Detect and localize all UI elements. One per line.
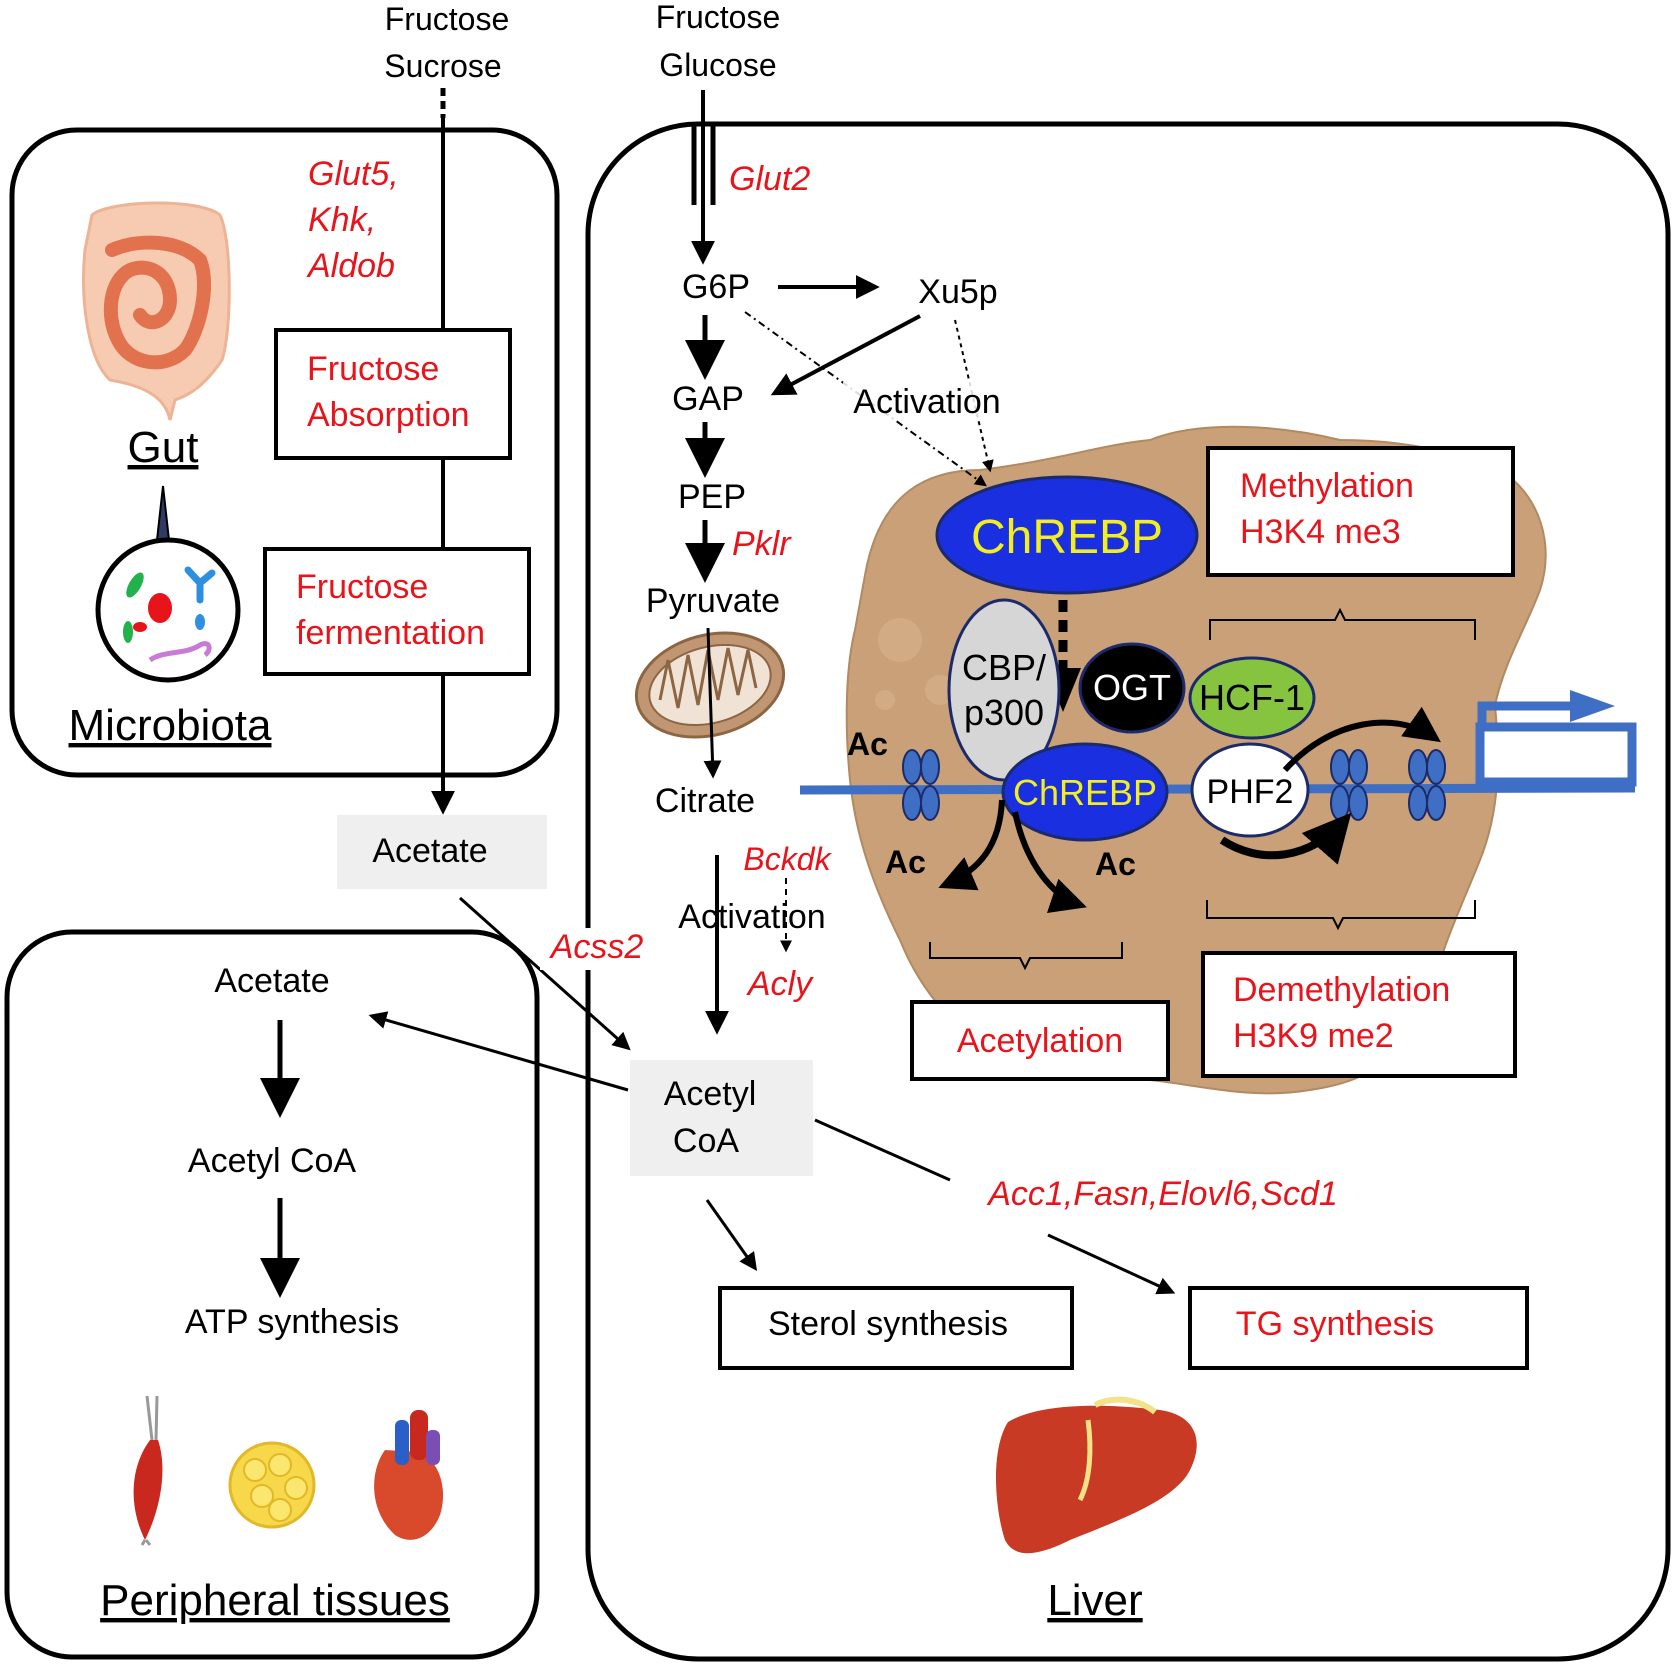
bckdk-label: Bckdk bbox=[743, 841, 832, 877]
methylation-line2: H3K4 me3 bbox=[1240, 513, 1401, 551]
demethylation-brace bbox=[1206, 900, 1476, 931]
acetylation-arrow-left bbox=[938, 799, 1005, 891]
chrebp-top bbox=[935, 475, 1199, 595]
g6p-label: G6P bbox=[682, 268, 750, 306]
acetyl-coa-line2: CoA bbox=[673, 1122, 739, 1160]
acetate-to-acetylcoa-arrow bbox=[459, 896, 631, 1051]
acetylation-label: Acetylation bbox=[957, 1022, 1123, 1060]
hcf-1-label: HCF-1 bbox=[1199, 677, 1305, 718]
liver-organ-icon bbox=[995, 1396, 1197, 1554]
fructose-fermentation-box bbox=[263, 547, 531, 676]
muscle-icon bbox=[133, 1395, 163, 1546]
chrebp-bottom-label: ChREBP bbox=[1013, 772, 1157, 813]
chrebp-bottom bbox=[1001, 742, 1169, 842]
liver-input-glucose: Glucose bbox=[659, 47, 776, 83]
pep-label: PEP bbox=[678, 478, 746, 516]
gut-gene-glut5: Glut5, bbox=[308, 155, 399, 193]
intestine-icon bbox=[82, 201, 231, 421]
gut-microbiota-connector bbox=[155, 485, 171, 541]
gut-panel bbox=[9, 127, 560, 778]
lipogenic-genes-label: Acc1,Fasn,Elovl6,Scd1 bbox=[986, 1175, 1338, 1213]
gut-gene-khk: Khk, bbox=[308, 201, 376, 239]
acetyl-coa-line1: Acetyl bbox=[664, 1075, 757, 1113]
phf2-label: PHF2 bbox=[1207, 773, 1294, 811]
peripheral-panel bbox=[4, 929, 540, 1660]
gene-box bbox=[1475, 722, 1637, 787]
phf2-arrow-top bbox=[1282, 706, 1441, 773]
peripheral-acetyl-coa: Acetyl CoA bbox=[188, 1142, 356, 1180]
heart-icon bbox=[374, 1410, 444, 1540]
liver-panel bbox=[585, 121, 1671, 1662]
acetylation-box bbox=[910, 1000, 1170, 1081]
acetyl-coa-box bbox=[630, 1060, 813, 1176]
ogt-label: OGT bbox=[1093, 667, 1171, 708]
fructose-absorption-box bbox=[274, 328, 512, 460]
chrebp-top-label: ChREBP bbox=[971, 511, 1163, 564]
peripheral-atp-synthesis: ATP synthesis bbox=[185, 1303, 399, 1341]
peripheral-acetate: Acetate bbox=[214, 962, 329, 1000]
acss2-label: Acss2 bbox=[549, 928, 644, 966]
gap-label: GAP bbox=[672, 380, 744, 418]
activation-bottom-label: Activation bbox=[678, 898, 825, 936]
genes-to-tg-arrow bbox=[1047, 1233, 1176, 1295]
nucleosome-middle bbox=[1330, 749, 1368, 821]
liver-label: Liver bbox=[1047, 1576, 1142, 1625]
pyruvate-label: Pyruvate bbox=[646, 582, 780, 620]
acetylcoa-to-genes-line bbox=[814, 1118, 951, 1182]
demethylation-box bbox=[1201, 951, 1517, 1078]
cbp-label-line2: p300 bbox=[964, 692, 1044, 733]
xu5p-to-gap-arrow bbox=[770, 314, 921, 396]
sterol-synthesis-box bbox=[718, 1286, 1074, 1370]
glut2-transporter bbox=[691, 122, 716, 205]
sterol-synthesis-label: Sterol synthesis bbox=[768, 1305, 1008, 1343]
phf2 bbox=[1190, 742, 1310, 838]
pyruvate-to-citrate-arrow bbox=[703, 627, 722, 779]
phf2-arrow-bottom bbox=[1219, 812, 1352, 865]
hcf-1 bbox=[1188, 656, 1316, 740]
transcription-start-arrowhead bbox=[1570, 690, 1615, 722]
fructose-fermentation-line2: fermentation bbox=[296, 614, 485, 652]
nucleosome-left bbox=[902, 749, 940, 821]
fructose-absorption-line2: Absorption bbox=[307, 396, 470, 434]
gut-label: Gut bbox=[128, 423, 199, 472]
methylation-line1: Methylation bbox=[1240, 467, 1414, 505]
glut2-label: Glut2 bbox=[729, 160, 810, 198]
tg-synthesis-label: TG synthesis bbox=[1236, 1305, 1434, 1343]
xu5p-label: Xu5p bbox=[918, 273, 997, 311]
peripheral-tissues-label: Peripheral tissues bbox=[100, 1576, 450, 1625]
gut-gene-aldob: Aldob bbox=[306, 247, 395, 285]
activation-top-label: Activation bbox=[853, 383, 1000, 421]
citrate-label: Citrate bbox=[655, 782, 755, 820]
liver-input-fructose: Fructose bbox=[656, 0, 780, 35]
acetylation-arrow-right bbox=[1012, 811, 1087, 913]
ac-label-bottom-right: Ac bbox=[1095, 846, 1136, 882]
methylation-brace bbox=[1209, 607, 1476, 640]
acetylcoa-to-sterol-arrow bbox=[705, 1199, 758, 1271]
microbiota-label: Microbiota bbox=[69, 701, 272, 750]
acetate-box bbox=[337, 815, 547, 889]
fructose-fermentation-line1: Fructose bbox=[296, 568, 428, 606]
fructose-absorption-line1: Fructose bbox=[307, 350, 439, 388]
cbp-label-line1: CBP/ bbox=[962, 647, 1046, 688]
microbiota-icon bbox=[95, 537, 241, 683]
acetylation-brace bbox=[929, 942, 1123, 971]
tg-synthesis-box bbox=[1188, 1286, 1529, 1370]
xu5p-activation-dashed bbox=[954, 319, 994, 473]
nucleus-shape bbox=[845, 425, 1547, 1095]
gut-input-sucrose: Sucrose bbox=[384, 48, 501, 84]
adipose-icon bbox=[228, 1441, 316, 1529]
gut-input-fructose: Fructose bbox=[385, 1, 509, 37]
acetate-box-label: Acetate bbox=[372, 832, 487, 870]
acly-label: Acly bbox=[746, 965, 814, 1003]
methylation-box bbox=[1206, 446, 1515, 577]
demethylation-line1: Demethylation bbox=[1233, 971, 1450, 1009]
ogt bbox=[1078, 642, 1186, 734]
ac-label-left: Ac bbox=[847, 726, 888, 762]
demethylation-line2: H3K9 me2 bbox=[1233, 1017, 1394, 1055]
pklr-label: Pklr bbox=[732, 525, 792, 563]
ac-label-bottom-left: Ac bbox=[885, 844, 926, 880]
acetylcoa-to-peripheral-arrow bbox=[368, 1011, 629, 1092]
nucleosome-right bbox=[1408, 749, 1446, 821]
